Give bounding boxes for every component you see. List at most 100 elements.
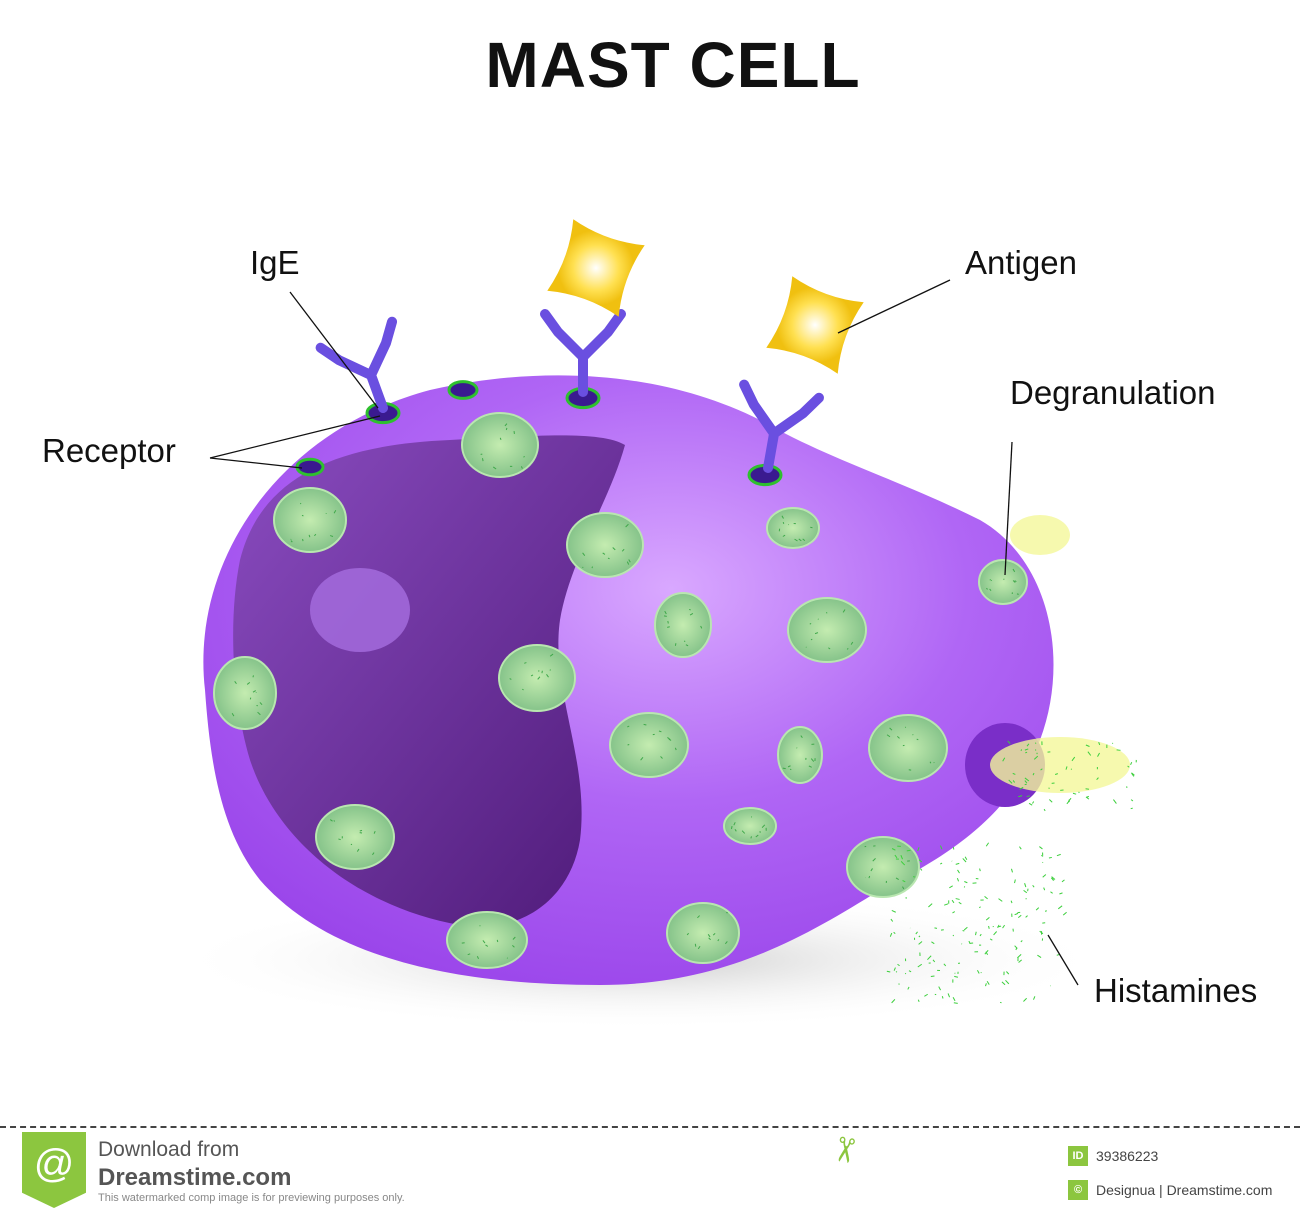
- histamine-particle: [1025, 883, 1026, 887]
- histamine-particle: [965, 857, 967, 860]
- granule-speck: [522, 689, 523, 690]
- granule: [447, 912, 527, 968]
- histamine-particle: [979, 907, 980, 908]
- histamine-particle: [896, 972, 897, 973]
- receptor: [297, 459, 323, 475]
- granule: [274, 488, 346, 552]
- credit-text: Designua | Dreamstime.com: [1096, 1182, 1272, 1198]
- granule-speck: [934, 762, 935, 763]
- histamine-particle: [1036, 908, 1039, 911]
- granule: [778, 727, 822, 783]
- granule-speck: [783, 522, 784, 524]
- granule-speck: [1003, 579, 1004, 580]
- histamine-particle: [958, 870, 960, 873]
- histamine-particle: [921, 869, 922, 871]
- site-link[interactable]: Dreamstime.com: [98, 1164, 291, 1192]
- histamine-particle: [1113, 800, 1116, 804]
- dreamstime-logo-icon: @: [22, 1132, 86, 1208]
- histamine-particle: [980, 869, 981, 872]
- histamine-particle: [985, 896, 988, 898]
- histamine-particle: [934, 928, 937, 929]
- copyright-icon: ©: [1068, 1180, 1088, 1200]
- granule-speck: [497, 940, 498, 942]
- histamine-particle: [986, 843, 988, 846]
- histamine-particle: [1049, 857, 1052, 858]
- histamine-particle: [1044, 809, 1045, 811]
- histamine-particle: [1024, 890, 1027, 892]
- histamine-particle: [905, 973, 906, 974]
- histamine-particle: [1039, 847, 1042, 849]
- histamine-particle: [944, 904, 948, 905]
- histamine-particle: [1011, 869, 1012, 873]
- histamine-particle: [953, 935, 954, 936]
- released-granule-cloud: [990, 737, 1130, 793]
- histamine-particle: [1041, 855, 1043, 856]
- label-ige: IgE: [250, 244, 300, 282]
- granule-speck: [818, 619, 819, 620]
- granule-speck: [826, 612, 827, 613]
- histamine-particle: [1131, 800, 1133, 801]
- granule: [462, 413, 538, 477]
- histamine-particle: [989, 926, 990, 929]
- histamine-particle: [1025, 752, 1027, 753]
- preview-notice: This watermarked comp image is for previ…: [98, 1192, 405, 1204]
- histamine-particle: [1026, 916, 1028, 918]
- granule: [567, 513, 643, 577]
- granule: [979, 560, 1027, 604]
- histamine-particle: [1059, 893, 1062, 894]
- granule-speck: [360, 830, 362, 831]
- histamine-particle: [1057, 854, 1061, 855]
- histamine-particle: [931, 976, 935, 977]
- histamine-particle: [964, 882, 967, 883]
- histamine-particle: [956, 863, 960, 864]
- histamine-particle: [942, 996, 943, 998]
- histamine-particle: [1050, 892, 1052, 894]
- granule-speck: [482, 458, 483, 461]
- histamine-particle: [963, 858, 966, 862]
- histamine-particle: [954, 1003, 958, 1004]
- histamine-particle: [1032, 801, 1033, 803]
- histamine-particle: [956, 899, 960, 900]
- histamine-particle: [1058, 906, 1062, 909]
- granule: [667, 903, 739, 963]
- granule-speck: [930, 762, 931, 763]
- granule: [869, 715, 947, 781]
- histamine-particle: [957, 878, 958, 881]
- watermark-footer: @ Download from Dreamstime.com This wate…: [0, 1126, 1300, 1217]
- histamine-particle: [1086, 789, 1089, 790]
- histamine-particle: [1015, 913, 1018, 914]
- label-receptor: Receptor: [42, 432, 176, 470]
- granule: [214, 657, 276, 729]
- histamine-particle: [959, 902, 962, 904]
- granule-speck: [913, 734, 914, 735]
- granule-speck: [731, 826, 732, 829]
- granule-speck: [644, 724, 647, 725]
- histamine-particle: [1033, 885, 1034, 887]
- image-id: 39386223: [1096, 1148, 1158, 1164]
- granule: [767, 508, 819, 548]
- histamine-particle: [1044, 888, 1045, 891]
- histamine-particle: [940, 863, 942, 864]
- histamine-particle: [949, 886, 952, 888]
- granule: [847, 837, 919, 897]
- granule-speck: [550, 670, 551, 671]
- histamine-particle: [1046, 910, 1047, 912]
- nucleolus: [310, 568, 410, 652]
- granule-speck: [847, 648, 848, 649]
- granule-speck: [608, 558, 610, 559]
- granule-speck: [668, 621, 669, 623]
- scissors-icon: ✂: [822, 1132, 866, 1167]
- granule-speck: [524, 456, 525, 457]
- histamine-particle: [1029, 803, 1032, 805]
- histamine-particle: [1019, 847, 1021, 850]
- granule: [316, 805, 394, 869]
- granule-speck: [302, 515, 303, 516]
- histamine-particle: [1043, 874, 1046, 877]
- granule-speck: [751, 836, 752, 838]
- granule-speck: [810, 623, 811, 624]
- granule: [499, 645, 575, 711]
- granule: [655, 593, 711, 657]
- histamine-particle: [981, 972, 982, 973]
- granule-speck: [500, 438, 501, 440]
